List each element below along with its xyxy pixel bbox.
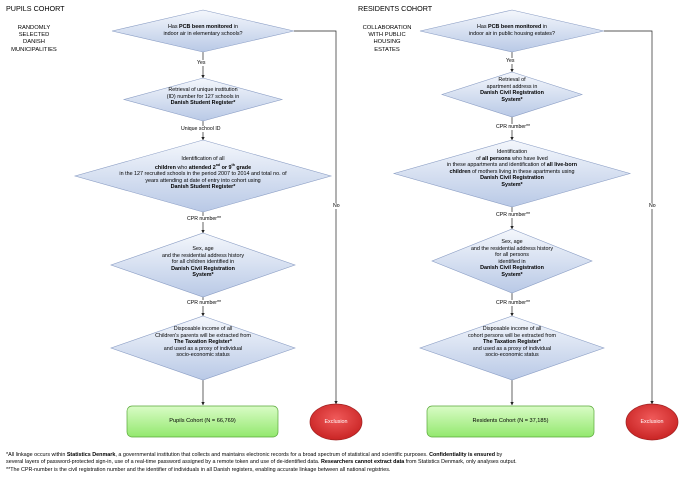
residents-income-diamond <box>419 315 605 381</box>
pupils-side-label: RANDOMLY SELECTED DANISH MUNICIPALITIES <box>2 25 66 54</box>
pupils-income-label: Disposable income of all Children's pare… <box>155 326 251 359</box>
residents-question-label: Has PCB been monitored in indoor air in … <box>468 24 555 37</box>
side-label-line: ESTATES <box>374 46 400 53</box>
residents-address-retrieval-label: Retrieval of apartment address in Danish… <box>480 77 544 103</box>
pupils-cpr-label-2: CPR number** <box>186 300 223 306</box>
pupils-income-diamond <box>110 315 296 381</box>
residents-cpr-label-1: CPR number** <box>495 124 532 130</box>
residents-address-retrieval-diamond <box>441 71 583 118</box>
pupils-address-label: Sex, age and the residential address his… <box>161 246 245 279</box>
residents-cpr-label-2: CPR number** <box>495 212 532 218</box>
residents-question-diamond <box>419 9 605 53</box>
pupils-register-label: Retrieval of unique institution (ID) num… <box>166 87 240 107</box>
pupils-yes-label: Yes <box>196 60 207 66</box>
pupils-address-diamond <box>110 232 296 298</box>
pupils-exclusion-label: Exclusion <box>324 419 348 425</box>
side-label-line: WITH PUBLIC <box>368 32 406 39</box>
residents-identification-diamond <box>392 139 632 208</box>
pupils-unique-id-label: Unique school ID <box>180 126 222 132</box>
footnote-statistics-denmark: *All linkage occurs within Statistics De… <box>6 452 682 474</box>
residents-cohort-result: Residents Cohort (N = 37,185) <box>472 418 549 424</box>
side-label-line: RANDOMLY <box>17 25 51 31</box>
residents-exclusion-circle <box>625 403 679 441</box>
pupils-no-label: No <box>332 203 341 209</box>
pupils-identification-label: Identification of all children who atten… <box>119 156 287 191</box>
residents-income-label: Disposable income of all cohort persons … <box>467 326 557 359</box>
residents-cpr-label-3: CPR number** <box>495 300 532 306</box>
residents-yes-label: Yes <box>505 58 516 64</box>
footnote-cpr: **The CPR-number is the civil registrati… <box>6 466 391 473</box>
residents-address-diamond <box>431 228 593 294</box>
pupils-cohort-result: Pupils Cohort (N = 66,769) <box>169 418 236 424</box>
pupils-cohort-header: PUPILS COHORT <box>6 4 65 13</box>
residents-identification-label: Identification of all persons who have l… <box>446 149 578 188</box>
residents-address-label: Sex, age and the residential address his… <box>470 239 554 278</box>
pupils-register-diamond <box>122 77 284 122</box>
side-label-line: COLLABORATION <box>362 25 412 31</box>
residents-side-label: COLLABORATION WITH PUBLIC HOUSING ESTATE… <box>355 25 419 54</box>
pupils-identification-diamond <box>73 139 333 213</box>
pupils-question-label: Has PCB been monitored in indoor air in … <box>163 24 243 37</box>
residents-exclusion-label: Exclusion <box>640 419 664 425</box>
side-label-line: HOUSING <box>373 39 401 46</box>
pupils-cohort-box <box>126 405 279 438</box>
side-label-line: MUNICIPALITIES <box>11 46 57 53</box>
residents-cohort-box <box>426 405 595 438</box>
side-label-line: DANISH <box>23 39 45 46</box>
residents-no-label: No <box>648 203 657 209</box>
side-label-line: SELECTED <box>18 32 50 39</box>
pupils-exclusion-circle <box>309 403 363 441</box>
pupils-question-diamond <box>111 9 295 53</box>
pupils-cpr-label-1: CPR number** <box>186 216 223 222</box>
residents-cohort-header: RESIDENTS COHORT <box>358 4 433 13</box>
